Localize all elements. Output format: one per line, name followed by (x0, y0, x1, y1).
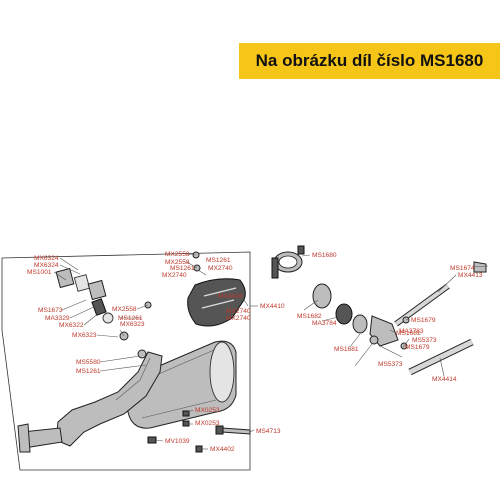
label-mx2740-b: MX2740 (162, 272, 187, 279)
label-mx6322: MX6322 (59, 322, 84, 329)
label-ma3784: MA3784 (312, 320, 337, 327)
label-ms4713: MS4713 (256, 428, 281, 435)
label-mx2740-a: MX2740 (208, 265, 233, 272)
label-ms1681-b: MS1681 (396, 330, 421, 337)
leader-lines (53, 253, 489, 450)
label-ms1261-top-b: MS1261 (170, 265, 195, 272)
label-mx6323-b: MX6323 (72, 332, 97, 339)
label-ms1674: MS1674 (450, 265, 475, 272)
label-ms5580: MS5580 (76, 359, 101, 366)
heat-shield (187, 278, 246, 327)
label-mv1039: MV1039 (165, 438, 190, 445)
label-mx6323-a: MX6323 (120, 321, 145, 328)
label-mx4410: MX4410 (260, 303, 285, 310)
flange-gasket-group (55, 251, 201, 359)
label-mx6324-a: MX6324 (34, 255, 59, 262)
label-mx6324-b: MX6324 (34, 262, 59, 269)
label-mx4413: MX4413 (458, 272, 483, 279)
label-ms1673: MS1673 (38, 307, 63, 314)
exhaust-assembly-frame (1, 251, 251, 471)
label-mx2558-top-b: MX2558 (165, 259, 190, 266)
label-ma3783: MA3783 (399, 328, 424, 335)
label-mx2740-d: MX2740 (226, 315, 251, 322)
label-ms1679-a: MS1679 (411, 317, 436, 324)
label-ms1682: MS1682 (297, 313, 322, 320)
label-mx2558-top-a: MX2558 (165, 251, 190, 258)
label-ms1679-b: MS1679 (405, 344, 430, 351)
banner-title: Na obrázku díl číslo MS1680 (255, 51, 484, 70)
label-ms5373-b: MS5373 (378, 361, 403, 368)
label-ms1261-left: MS1261 (118, 315, 143, 322)
part-labels: MX6324 MX6324 MS1001 MS1673 MA3329 MX632… (27, 251, 483, 453)
exhaust-pipe (17, 351, 163, 453)
label-ms1680: MS1680 (312, 252, 337, 259)
label-ms1681-a: MS1681 (334, 346, 359, 353)
label-mx2558-left: MX2558 (112, 306, 137, 313)
clamp-ms1680 (271, 245, 305, 279)
label-ma3329: MA3329 (45, 315, 70, 322)
label-ms1261-bottom: MS1261 (76, 368, 101, 375)
right-pipe-assembly (312, 261, 487, 376)
label-mx4402: MX4402 (210, 446, 235, 453)
part-number-banner: Na obrázku díl číslo MS1680 (239, 43, 500, 79)
label-ms1261-top-a: MS1261 (206, 257, 231, 264)
label-mx0253-a: MX0253 (195, 407, 220, 414)
label-mx4414: MX4414 (432, 376, 457, 383)
label-mx4416: MX4416 (218, 293, 243, 300)
label-mx2740-c: MX2740 (226, 308, 251, 315)
label-ms1001: MS1001 (27, 269, 52, 276)
label-mx0253-b: MX0253 (195, 420, 220, 427)
label-ms5373-a: MS5373 (412, 337, 437, 344)
